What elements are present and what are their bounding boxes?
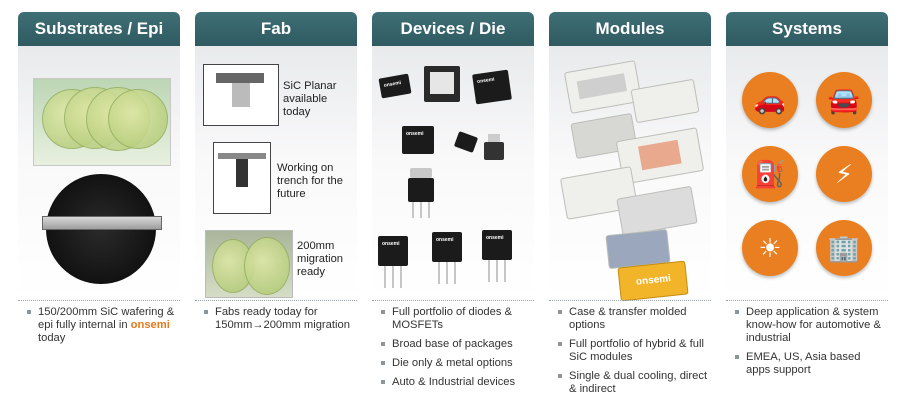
divider bbox=[195, 300, 357, 301]
column-header: Devices / Die bbox=[372, 12, 534, 46]
divider bbox=[549, 300, 711, 301]
device-package-image bbox=[484, 134, 504, 160]
solar-sun-icon: ☀ bbox=[742, 220, 798, 276]
device-package-image: onsemi bbox=[378, 73, 412, 99]
column-substrates-epi: Substrates / Epi 150/200mm SiC wafering … bbox=[18, 12, 180, 344]
wafer-stack-image bbox=[33, 78, 171, 166]
divider bbox=[18, 300, 180, 301]
fab-label-trench: Working on trench for the future bbox=[277, 162, 343, 200]
bullet-item: Fabs ready today for 150mm→200mm migrati… bbox=[203, 306, 355, 332]
device-package-image: onsemi bbox=[378, 236, 408, 288]
device-package-image: onsemi bbox=[402, 126, 434, 154]
column-panel: onsemi onsemi onsemi onsemi onsemi onsem… bbox=[372, 46, 534, 300]
bullet-item: Single & dual cooling, direct & indirect bbox=[557, 370, 709, 396]
bullet-list: Full portfolio of diodes & MOSFETs Broad… bbox=[380, 306, 532, 395]
column-header: Systems bbox=[726, 12, 888, 46]
device-package-image bbox=[424, 66, 460, 102]
column-panel bbox=[18, 46, 180, 300]
bullet-list: Fabs ready today for 150mm→200mm migrati… bbox=[203, 306, 355, 338]
industrial-building-icon: 🏢 bbox=[816, 220, 872, 276]
bullet-item: Deep application & system know-how for a… bbox=[734, 306, 886, 345]
charging-station-icon: ⛽ bbox=[742, 146, 798, 202]
planar-mosfet-diagram bbox=[203, 64, 279, 126]
device-package-image: onsemi bbox=[432, 232, 462, 284]
bullet-list: 150/200mm SiC wafering & epi fully inter… bbox=[26, 306, 178, 351]
column-header: Substrates / Epi bbox=[18, 12, 180, 46]
fab-label-planar: SiC Planar available today bbox=[283, 80, 337, 118]
ev-car-icon: 🚘 bbox=[816, 72, 872, 128]
bullet-list: Case & transfer molded options Full port… bbox=[557, 306, 709, 402]
column-devices-die: Devices / Die onsemi onsemi onsemi onsem… bbox=[372, 12, 534, 388]
device-package-image: onsemi bbox=[472, 69, 512, 105]
module-image: onsemi bbox=[617, 260, 689, 302]
column-panel: SiC Planar available today Working on tr… bbox=[195, 46, 357, 300]
column-systems: Systems 🚗 🚘 ⛽ ⚡ ☀ 🏢 Deep application & s… bbox=[726, 12, 888, 376]
device-package-image: onsemi bbox=[482, 230, 512, 282]
column-header: Fab bbox=[195, 12, 357, 46]
column-header: Modules bbox=[549, 12, 711, 46]
power-tower-icon: ⚡ bbox=[816, 146, 872, 202]
bullet-item: Case & transfer molded options bbox=[557, 306, 709, 332]
column-panel: onsemi bbox=[549, 46, 711, 302]
column-fab: Fab SiC Planar available today Working o… bbox=[195, 12, 357, 331]
bullet-item: Auto & Industrial devices bbox=[380, 376, 532, 389]
device-package-image bbox=[453, 131, 479, 153]
bullet-item: EMEA, US, Asia based apps support bbox=[734, 351, 886, 377]
device-package-image bbox=[408, 168, 434, 218]
module-image bbox=[630, 78, 700, 124]
column-panel: 🚗 🚘 ⛽ ⚡ ☀ 🏢 bbox=[726, 46, 888, 300]
bullet-item: Full portfolio of hybrid & full SiC modu… bbox=[557, 338, 709, 364]
module-image bbox=[563, 60, 643, 114]
wafer-with-ruler-image bbox=[42, 174, 162, 284]
column-modules: Modules onsemi Case & transfer molded op… bbox=[549, 12, 711, 395]
fab-label-200mm: 200mm migration ready bbox=[297, 240, 344, 278]
divider bbox=[726, 300, 888, 301]
ruler bbox=[42, 216, 162, 230]
bullet-item: Full portfolio of diodes & MOSFETs bbox=[380, 306, 532, 332]
divider bbox=[372, 300, 534, 301]
trench-mosfet-diagram bbox=[213, 142, 271, 214]
bullet-item: Broad base of packages bbox=[380, 338, 532, 351]
bullet-item: 150/200mm SiC wafering & epi fully inter… bbox=[26, 306, 178, 345]
bullet-item: Die only & metal options bbox=[380, 357, 532, 370]
bullet-list: Deep application & system know-how for a… bbox=[734, 306, 886, 383]
200mm-wafer-image bbox=[205, 230, 293, 298]
brand-onsemi: onsemi bbox=[130, 319, 170, 331]
car-icon: 🚗 bbox=[742, 72, 798, 128]
